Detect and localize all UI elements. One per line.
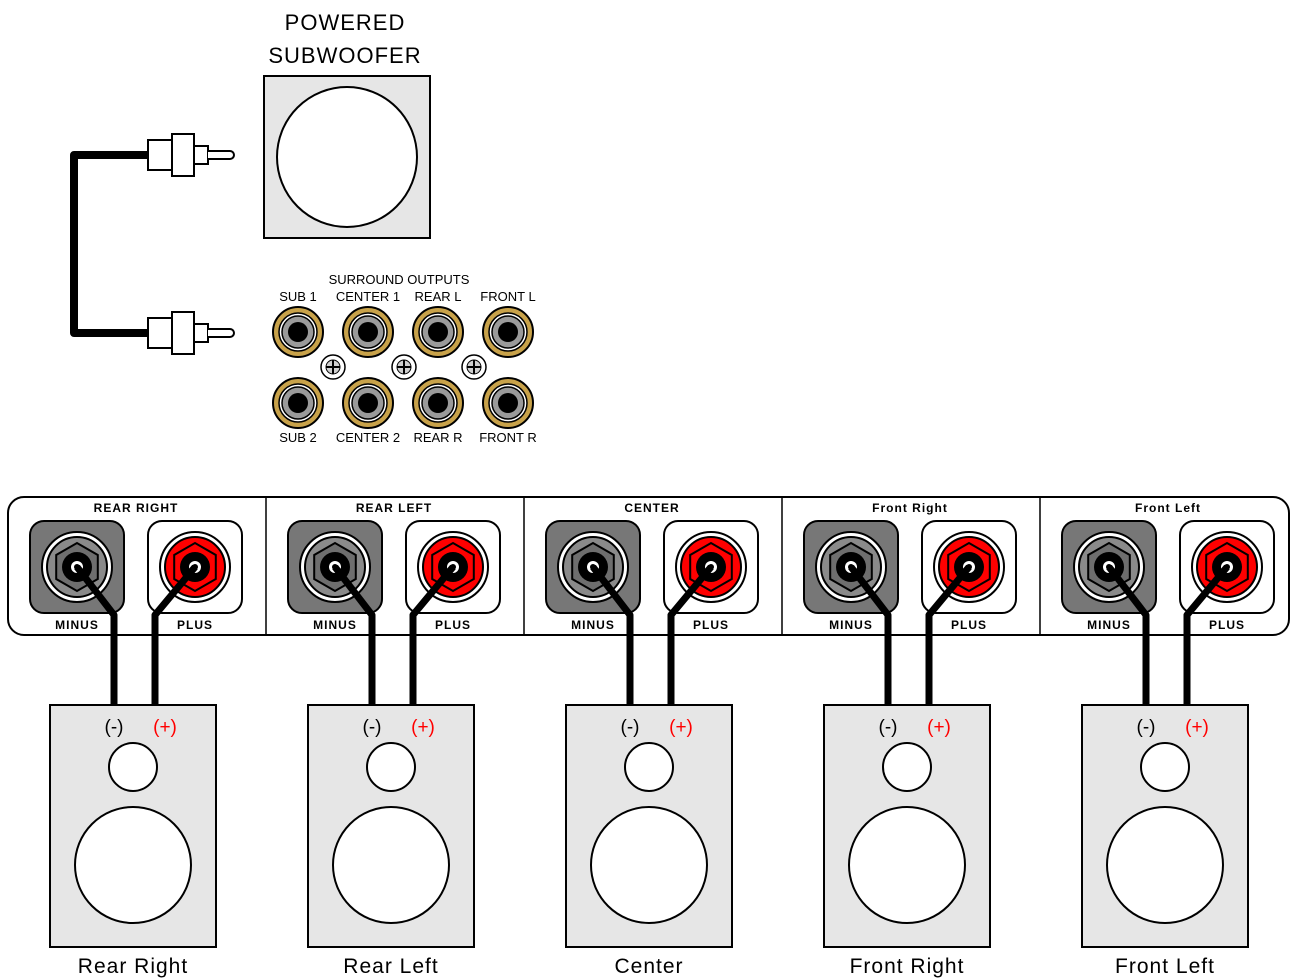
jack-label-sub2: SUB 2 bbox=[279, 430, 317, 445]
jack-label-rear-r: REAR R bbox=[413, 430, 462, 445]
plus-label: PLUS bbox=[951, 618, 987, 632]
speaker-positive-label: (+) bbox=[1185, 717, 1209, 738]
wire-plus bbox=[1183, 564, 1230, 705]
speaker-name: Center bbox=[614, 955, 683, 978]
mounting-screw-icon bbox=[391, 354, 417, 380]
rca-jack-front-r[interactable] bbox=[482, 377, 534, 429]
surround-outputs: SURROUND OUTPUTS SUB 1 CENTER 1 REAR L F… bbox=[272, 272, 537, 445]
tweeter bbox=[882, 742, 932, 792]
tweeter bbox=[624, 742, 674, 792]
minus-label: MINUS bbox=[571, 618, 615, 632]
wire-plus bbox=[925, 564, 972, 705]
woofer bbox=[332, 806, 450, 924]
speaker-positive-label: (+) bbox=[153, 717, 177, 738]
terminal-header: REAR RIGHT bbox=[94, 501, 179, 515]
wire-minus bbox=[1106, 564, 1150, 705]
speaker-rear-left: (-) (+) Rear Left bbox=[307, 704, 475, 978]
plus-label: PLUS bbox=[693, 618, 729, 632]
rca-jack-front-l[interactable] bbox=[482, 306, 534, 358]
surround-outputs-title: SURROUND OUTPUTS bbox=[329, 272, 470, 287]
terminal-group-rear-left: REAR LEFT MINUS PLUS bbox=[287, 501, 501, 632]
tweeter bbox=[366, 742, 416, 792]
wire-minus bbox=[74, 564, 118, 705]
terminal-header: CENTER bbox=[624, 501, 679, 515]
speaker-front-left: (-) (+) Front Left bbox=[1081, 704, 1249, 978]
subwoofer-title-line1: POWERED bbox=[285, 10, 406, 35]
speaker-negative-label: (-) bbox=[879, 717, 898, 738]
subwoofer-driver bbox=[276, 86, 418, 228]
rca-jack-sub-2[interactable] bbox=[272, 377, 324, 429]
wire-plus bbox=[667, 564, 714, 705]
minus-label: MINUS bbox=[829, 618, 873, 632]
minus-label: MINUS bbox=[55, 618, 99, 632]
speaker-center: (-) (+) Center bbox=[565, 704, 733, 978]
speaker-negative-label: (-) bbox=[621, 717, 640, 738]
jack-label-sub1: SUB 1 bbox=[279, 289, 317, 304]
speaker-name: Front Right bbox=[850, 955, 965, 978]
speaker-negative-label: (-) bbox=[363, 717, 382, 738]
wire-plus bbox=[409, 564, 456, 705]
rca-jack-center-1[interactable] bbox=[342, 306, 394, 358]
speaker-name: Rear Left bbox=[343, 955, 438, 978]
terminal-header: REAR LEFT bbox=[356, 501, 432, 515]
speaker-positive-label: (+) bbox=[669, 717, 693, 738]
terminal-header: Front Right bbox=[872, 501, 948, 515]
woofer bbox=[848, 806, 966, 924]
rca-plug-top bbox=[147, 133, 235, 177]
mounting-screw-icon bbox=[461, 354, 487, 380]
jack-label-rear-l: REAR L bbox=[415, 289, 462, 304]
mounting-screw-icon bbox=[320, 354, 346, 380]
tweeter bbox=[1140, 742, 1190, 792]
jack-label-front-r: FRONT R bbox=[479, 430, 537, 445]
speaker-positive-label: (+) bbox=[411, 717, 435, 738]
jack-label-center2: CENTER 2 bbox=[336, 430, 400, 445]
wire-minus bbox=[848, 564, 892, 705]
rca-jack-rear-r[interactable] bbox=[412, 377, 464, 429]
wire-plus bbox=[151, 564, 198, 705]
minus-label: MINUS bbox=[313, 618, 357, 632]
rca-jack-sub-1[interactable] bbox=[272, 306, 324, 358]
speaker-name: Rear Right bbox=[78, 955, 188, 978]
wire-minus bbox=[332, 564, 376, 705]
woofer bbox=[1106, 806, 1224, 924]
speaker-front-right: (-) (+) Front Right bbox=[823, 704, 991, 978]
rca-plug-bottom bbox=[147, 311, 235, 355]
speaker-positive-label: (+) bbox=[927, 717, 951, 738]
woofer bbox=[74, 806, 192, 924]
speaker-negative-label: (-) bbox=[105, 717, 124, 738]
speakers: (-) (+) Rear Right (-) (+) Rear Left (-) (+) Cen… bbox=[49, 704, 1249, 978]
rca-jack-rear-l[interactable] bbox=[412, 306, 464, 358]
speaker-rear-right: (-) (+) Rear Right bbox=[49, 704, 217, 978]
speaker-wires bbox=[74, 564, 1230, 705]
subwoofer-title-line2: SUBWOOFER bbox=[268, 43, 421, 68]
rca-jack-center-2[interactable] bbox=[342, 377, 394, 429]
speaker-name: Front Left bbox=[1115, 955, 1215, 978]
plus-label: PLUS bbox=[435, 618, 471, 632]
plus-label: PLUS bbox=[1209, 618, 1245, 632]
woofer bbox=[590, 806, 708, 924]
subwoofer-unit: POWERED SUBWOOFER bbox=[263, 10, 431, 239]
jack-label-front-l: FRONT L bbox=[480, 289, 535, 304]
rca-cable-wire bbox=[70, 151, 150, 337]
speaker-terminal-panel: REAR RIGHT MINUS PLUS REAR LEFT MINUS PLUS CEN… bbox=[7, 496, 1290, 636]
speaker-negative-label: (-) bbox=[1137, 717, 1156, 738]
tweeter bbox=[108, 742, 158, 792]
plus-label: PLUS bbox=[177, 618, 213, 632]
rca-cable bbox=[70, 133, 235, 355]
terminal-header: Front Left bbox=[1135, 501, 1201, 515]
minus-label: MINUS bbox=[1087, 618, 1131, 632]
jack-label-center1: CENTER 1 bbox=[336, 289, 400, 304]
wire-minus bbox=[590, 564, 634, 705]
